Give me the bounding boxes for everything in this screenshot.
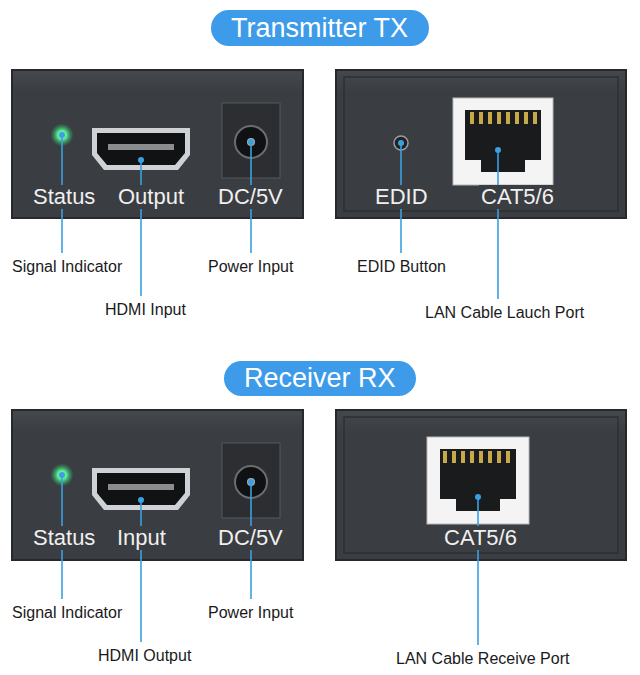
leader-dot [398, 140, 404, 146]
port-label: Status [31, 185, 97, 209]
rj45-pins [443, 451, 515, 463]
title-pill: Transmitter TX [211, 10, 429, 46]
rj45-port [453, 98, 553, 185]
rj45-pins [468, 112, 540, 124]
tx-front-panel [12, 70, 303, 218]
device-panel: Status Input DC/5V [12, 410, 303, 560]
port-label: CAT5/6 [479, 185, 556, 209]
hdmi-opening [97, 473, 185, 505]
leader-dot [248, 479, 254, 485]
rx-back-panel [336, 410, 626, 560]
title-pill: Receiver RX [224, 361, 416, 396]
port-label: CAT5/6 [442, 526, 519, 550]
callout-label: HDMI Input [103, 300, 188, 319]
device-panel: EDID CAT5/6 [336, 70, 626, 218]
port-label: Status [31, 526, 97, 550]
port-label: Output [116, 185, 186, 209]
callout-label: LAN Cable Lauch Port [423, 303, 586, 322]
leader-dot [248, 139, 254, 145]
rx-front-panel [12, 410, 303, 560]
port-label: EDID [373, 185, 430, 209]
leader-dot [138, 157, 144, 163]
title-text: Receiver RX [244, 365, 396, 392]
dc-pin [247, 138, 255, 146]
hdmi-opening [97, 133, 185, 165]
leader-line [497, 150, 499, 299]
callout-label: EDID Button [355, 257, 448, 276]
rx-front-ports [51, 443, 280, 518]
tx-front-ports [51, 103, 280, 178]
panel-rim [344, 77, 618, 211]
callout-label: HDMI Output [96, 646, 193, 665]
leader-line [140, 500, 142, 642]
tx-back-ports [394, 98, 553, 185]
hdmi-tongue [108, 144, 174, 150]
dc-pin [247, 478, 255, 486]
tx-back-panel [336, 70, 626, 218]
device-panel: Status Output DC/5V [12, 70, 303, 218]
callout-label: LAN Cable Receive Port [394, 649, 571, 668]
leader-dot [59, 132, 65, 138]
leader-line [140, 160, 142, 296]
callout-label: Signal Indicator [10, 603, 124, 622]
leader-line [477, 497, 479, 645]
port-label: DC/5V [216, 185, 285, 209]
device-panels [12, 70, 626, 560]
rj45-opening [465, 110, 541, 172]
leader-lines [59, 132, 501, 645]
callout-label: Power Input [206, 603, 295, 622]
port-label: DC/5V [216, 526, 285, 550]
callout-label: Signal Indicator [10, 257, 124, 276]
leader-dot [495, 147, 501, 153]
panel-rim [344, 417, 618, 553]
title-text: Transmitter TX [231, 15, 408, 42]
callout-label: Power Input [206, 257, 295, 276]
leader-dot [475, 494, 481, 500]
leader-dot [59, 472, 65, 478]
leader-dot [138, 497, 144, 503]
hdmi-tongue [108, 484, 174, 490]
device-panel: CAT5/6 [336, 410, 626, 560]
port-label: Input [115, 526, 168, 550]
